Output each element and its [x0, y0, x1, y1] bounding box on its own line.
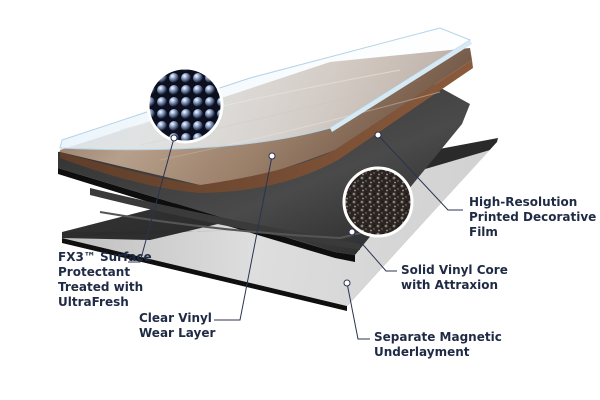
fx3-surface-protectant-label: FX3™ Surface Protectant Treated with Ult…: [58, 250, 152, 309]
anchor-dots: [170, 131, 382, 287]
fx3-beads-inset: [146, 66, 224, 144]
clear-vinyl-wear-layer-label: Clear Vinyl Wear Layer: [139, 311, 216, 340]
magnetic-underlayment-label: Separate Magnetic Underlayment: [374, 330, 502, 359]
printed-decorative-film-label: High-Resolution Printed Decorative Film: [469, 195, 597, 239]
solid-vinyl-core-label: Solid Vinyl Core with Attraxion: [401, 263, 508, 292]
leader-lines: [128, 134, 463, 340]
core-granules-inset: [342, 166, 414, 238]
